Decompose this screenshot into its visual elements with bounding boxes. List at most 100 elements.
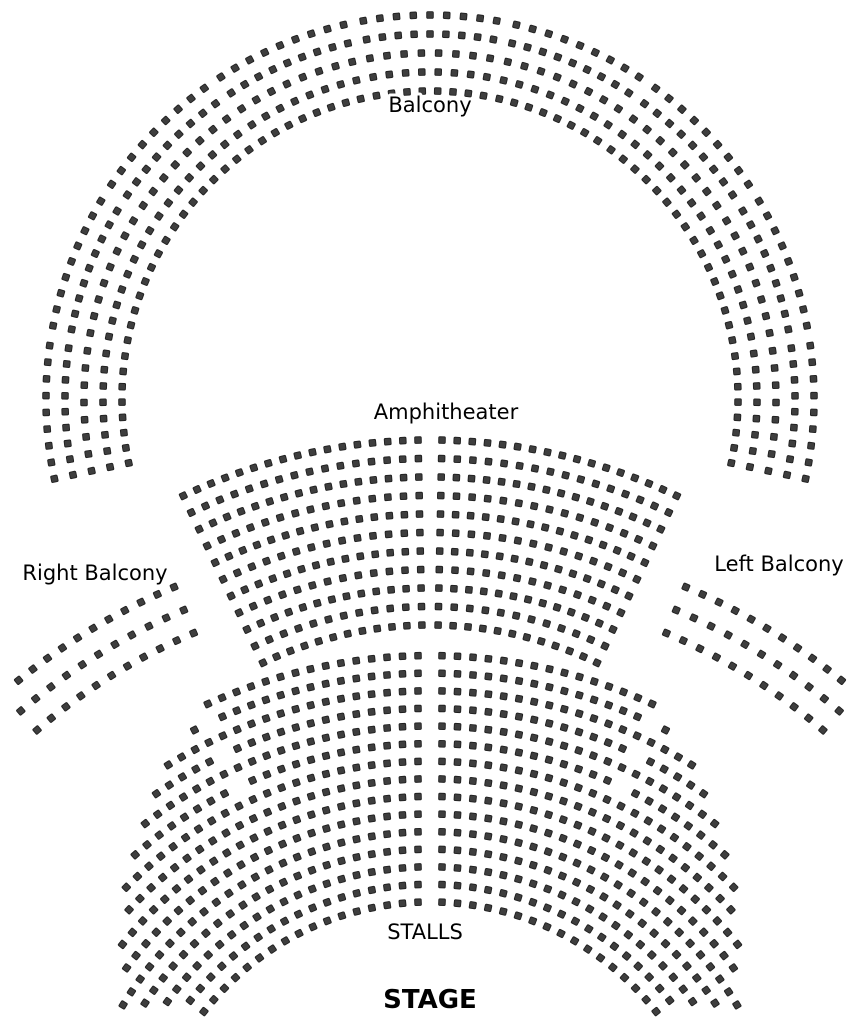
stalls-seat[interactable] bbox=[499, 799, 508, 808]
stalls-seat[interactable] bbox=[570, 936, 580, 946]
amphitheater-seat[interactable] bbox=[572, 454, 582, 464]
amphitheater-seat[interactable] bbox=[573, 590, 582, 600]
stalls-seat[interactable] bbox=[673, 772, 683, 782]
stalls-seat[interactable] bbox=[352, 656, 361, 665]
balcony-seat[interactable] bbox=[184, 173, 194, 183]
amphitheater-seat[interactable] bbox=[290, 471, 299, 480]
stalls-seat[interactable] bbox=[633, 712, 642, 722]
stalls-seat[interactable] bbox=[629, 828, 639, 838]
right-balcony-seat[interactable] bbox=[61, 670, 72, 681]
balcony-seat[interactable] bbox=[108, 316, 117, 325]
amphitheater-seat[interactable] bbox=[353, 440, 362, 449]
amphitheater-seat[interactable] bbox=[468, 437, 477, 446]
balcony-seat[interactable] bbox=[67, 325, 76, 334]
balcony-seat[interactable] bbox=[141, 164, 151, 174]
balcony-seat[interactable] bbox=[170, 222, 180, 232]
stalls-seat[interactable] bbox=[280, 916, 290, 926]
balcony-seat[interactable] bbox=[769, 432, 778, 441]
amphitheater-seat[interactable] bbox=[186, 508, 196, 517]
balcony-seat[interactable] bbox=[733, 413, 742, 422]
amphitheater-seat[interactable] bbox=[559, 547, 568, 556]
balcony-seat[interactable] bbox=[697, 249, 707, 259]
stalls-seat[interactable] bbox=[292, 833, 302, 843]
stalls-seat[interactable] bbox=[612, 900, 622, 910]
balcony-seat[interactable] bbox=[198, 185, 208, 196]
stalls-seat[interactable] bbox=[542, 922, 552, 932]
stalls-seat[interactable] bbox=[453, 846, 462, 855]
balcony-seat[interactable] bbox=[617, 129, 627, 140]
amphitheater-seat[interactable] bbox=[608, 624, 618, 634]
amphitheater-seat[interactable] bbox=[436, 528, 444, 537]
stalls-seat[interactable] bbox=[645, 776, 655, 786]
amphitheater-seat[interactable] bbox=[664, 508, 674, 517]
balcony-seat[interactable] bbox=[87, 466, 96, 476]
stalls-seat[interactable] bbox=[367, 725, 376, 734]
amphitheater-seat[interactable] bbox=[307, 543, 316, 552]
stalls-seat[interactable] bbox=[528, 879, 538, 889]
amphitheater-seat[interactable] bbox=[341, 554, 350, 563]
balcony-seat[interactable] bbox=[61, 407, 70, 416]
stalls-seat[interactable] bbox=[307, 847, 317, 857]
amphitheater-seat[interactable] bbox=[530, 501, 539, 511]
balcony-seat[interactable] bbox=[207, 150, 218, 160]
amphitheater-seat[interactable] bbox=[571, 492, 581, 502]
stalls-seat[interactable] bbox=[398, 652, 407, 661]
stalls-seat[interactable] bbox=[438, 651, 446, 660]
stalls-seat[interactable] bbox=[484, 707, 493, 716]
stalls-seat[interactable] bbox=[587, 807, 597, 817]
amphitheater-seat[interactable] bbox=[616, 468, 625, 477]
amphitheater-seat[interactable] bbox=[417, 602, 426, 611]
stalls-seat[interactable] bbox=[306, 701, 315, 710]
balcony-seat[interactable] bbox=[666, 173, 676, 183]
stalls-seat[interactable] bbox=[248, 775, 257, 785]
stalls-seat[interactable] bbox=[499, 692, 508, 701]
stalls-seat[interactable] bbox=[530, 661, 539, 671]
stalls-seat[interactable] bbox=[383, 865, 392, 874]
balcony-seat[interactable] bbox=[801, 474, 810, 483]
amphitheater-seat[interactable] bbox=[634, 534, 643, 544]
stalls-seat[interactable] bbox=[291, 723, 301, 732]
amphitheater-seat[interactable] bbox=[355, 608, 364, 617]
stalls-seat[interactable] bbox=[438, 687, 446, 695]
balcony-seat[interactable] bbox=[765, 328, 774, 338]
stalls-seat[interactable] bbox=[571, 897, 581, 907]
stalls-seat[interactable] bbox=[530, 697, 539, 706]
stalls-seat[interactable] bbox=[604, 700, 614, 710]
stalls-seat[interactable] bbox=[141, 939, 151, 949]
stalls-seat[interactable] bbox=[599, 892, 609, 902]
balcony-seat[interactable] bbox=[751, 365, 760, 374]
balcony-seat[interactable] bbox=[613, 104, 623, 114]
stalls-seat[interactable] bbox=[149, 985, 159, 995]
amphitheater-seat[interactable] bbox=[598, 540, 608, 550]
stalls-seat[interactable] bbox=[230, 972, 241, 983]
stalls-seat[interactable] bbox=[164, 780, 174, 790]
amphitheater-seat[interactable] bbox=[286, 646, 295, 656]
amphitheater-seat[interactable] bbox=[369, 476, 378, 484]
stalls-seat[interactable] bbox=[237, 880, 247, 890]
balcony-seat[interactable] bbox=[232, 154, 242, 164]
balcony-seat[interactable] bbox=[195, 161, 206, 171]
stalls-seat[interactable] bbox=[232, 706, 242, 716]
balcony-seat[interactable] bbox=[757, 295, 766, 304]
stalls-seat[interactable] bbox=[195, 844, 205, 855]
stalls-seat[interactable] bbox=[438, 722, 446, 731]
stalls-seat[interactable] bbox=[705, 962, 716, 972]
left-balcony-seat[interactable] bbox=[777, 633, 787, 643]
stalls-seat[interactable] bbox=[589, 751, 598, 761]
amphitheater-seat[interactable] bbox=[512, 573, 522, 583]
stalls-seat[interactable] bbox=[644, 972, 654, 982]
stalls-seat[interactable] bbox=[253, 932, 263, 942]
stalls-seat[interactable] bbox=[144, 962, 155, 972]
amphitheater-seat[interactable] bbox=[545, 505, 554, 514]
stalls-seat[interactable] bbox=[414, 739, 422, 748]
stalls-seat[interactable] bbox=[710, 998, 720, 1008]
amphitheater-seat[interactable] bbox=[614, 507, 624, 516]
amphitheater-seat[interactable] bbox=[561, 471, 570, 480]
amphitheater-seat[interactable] bbox=[320, 464, 330, 473]
balcony-seat[interactable] bbox=[82, 432, 91, 441]
stalls-seat[interactable] bbox=[414, 669, 422, 678]
balcony-seat[interactable] bbox=[770, 364, 779, 372]
amphitheater-seat[interactable] bbox=[415, 473, 423, 481]
stalls-seat[interactable] bbox=[398, 881, 407, 890]
left-balcony-seat[interactable] bbox=[740, 639, 750, 649]
